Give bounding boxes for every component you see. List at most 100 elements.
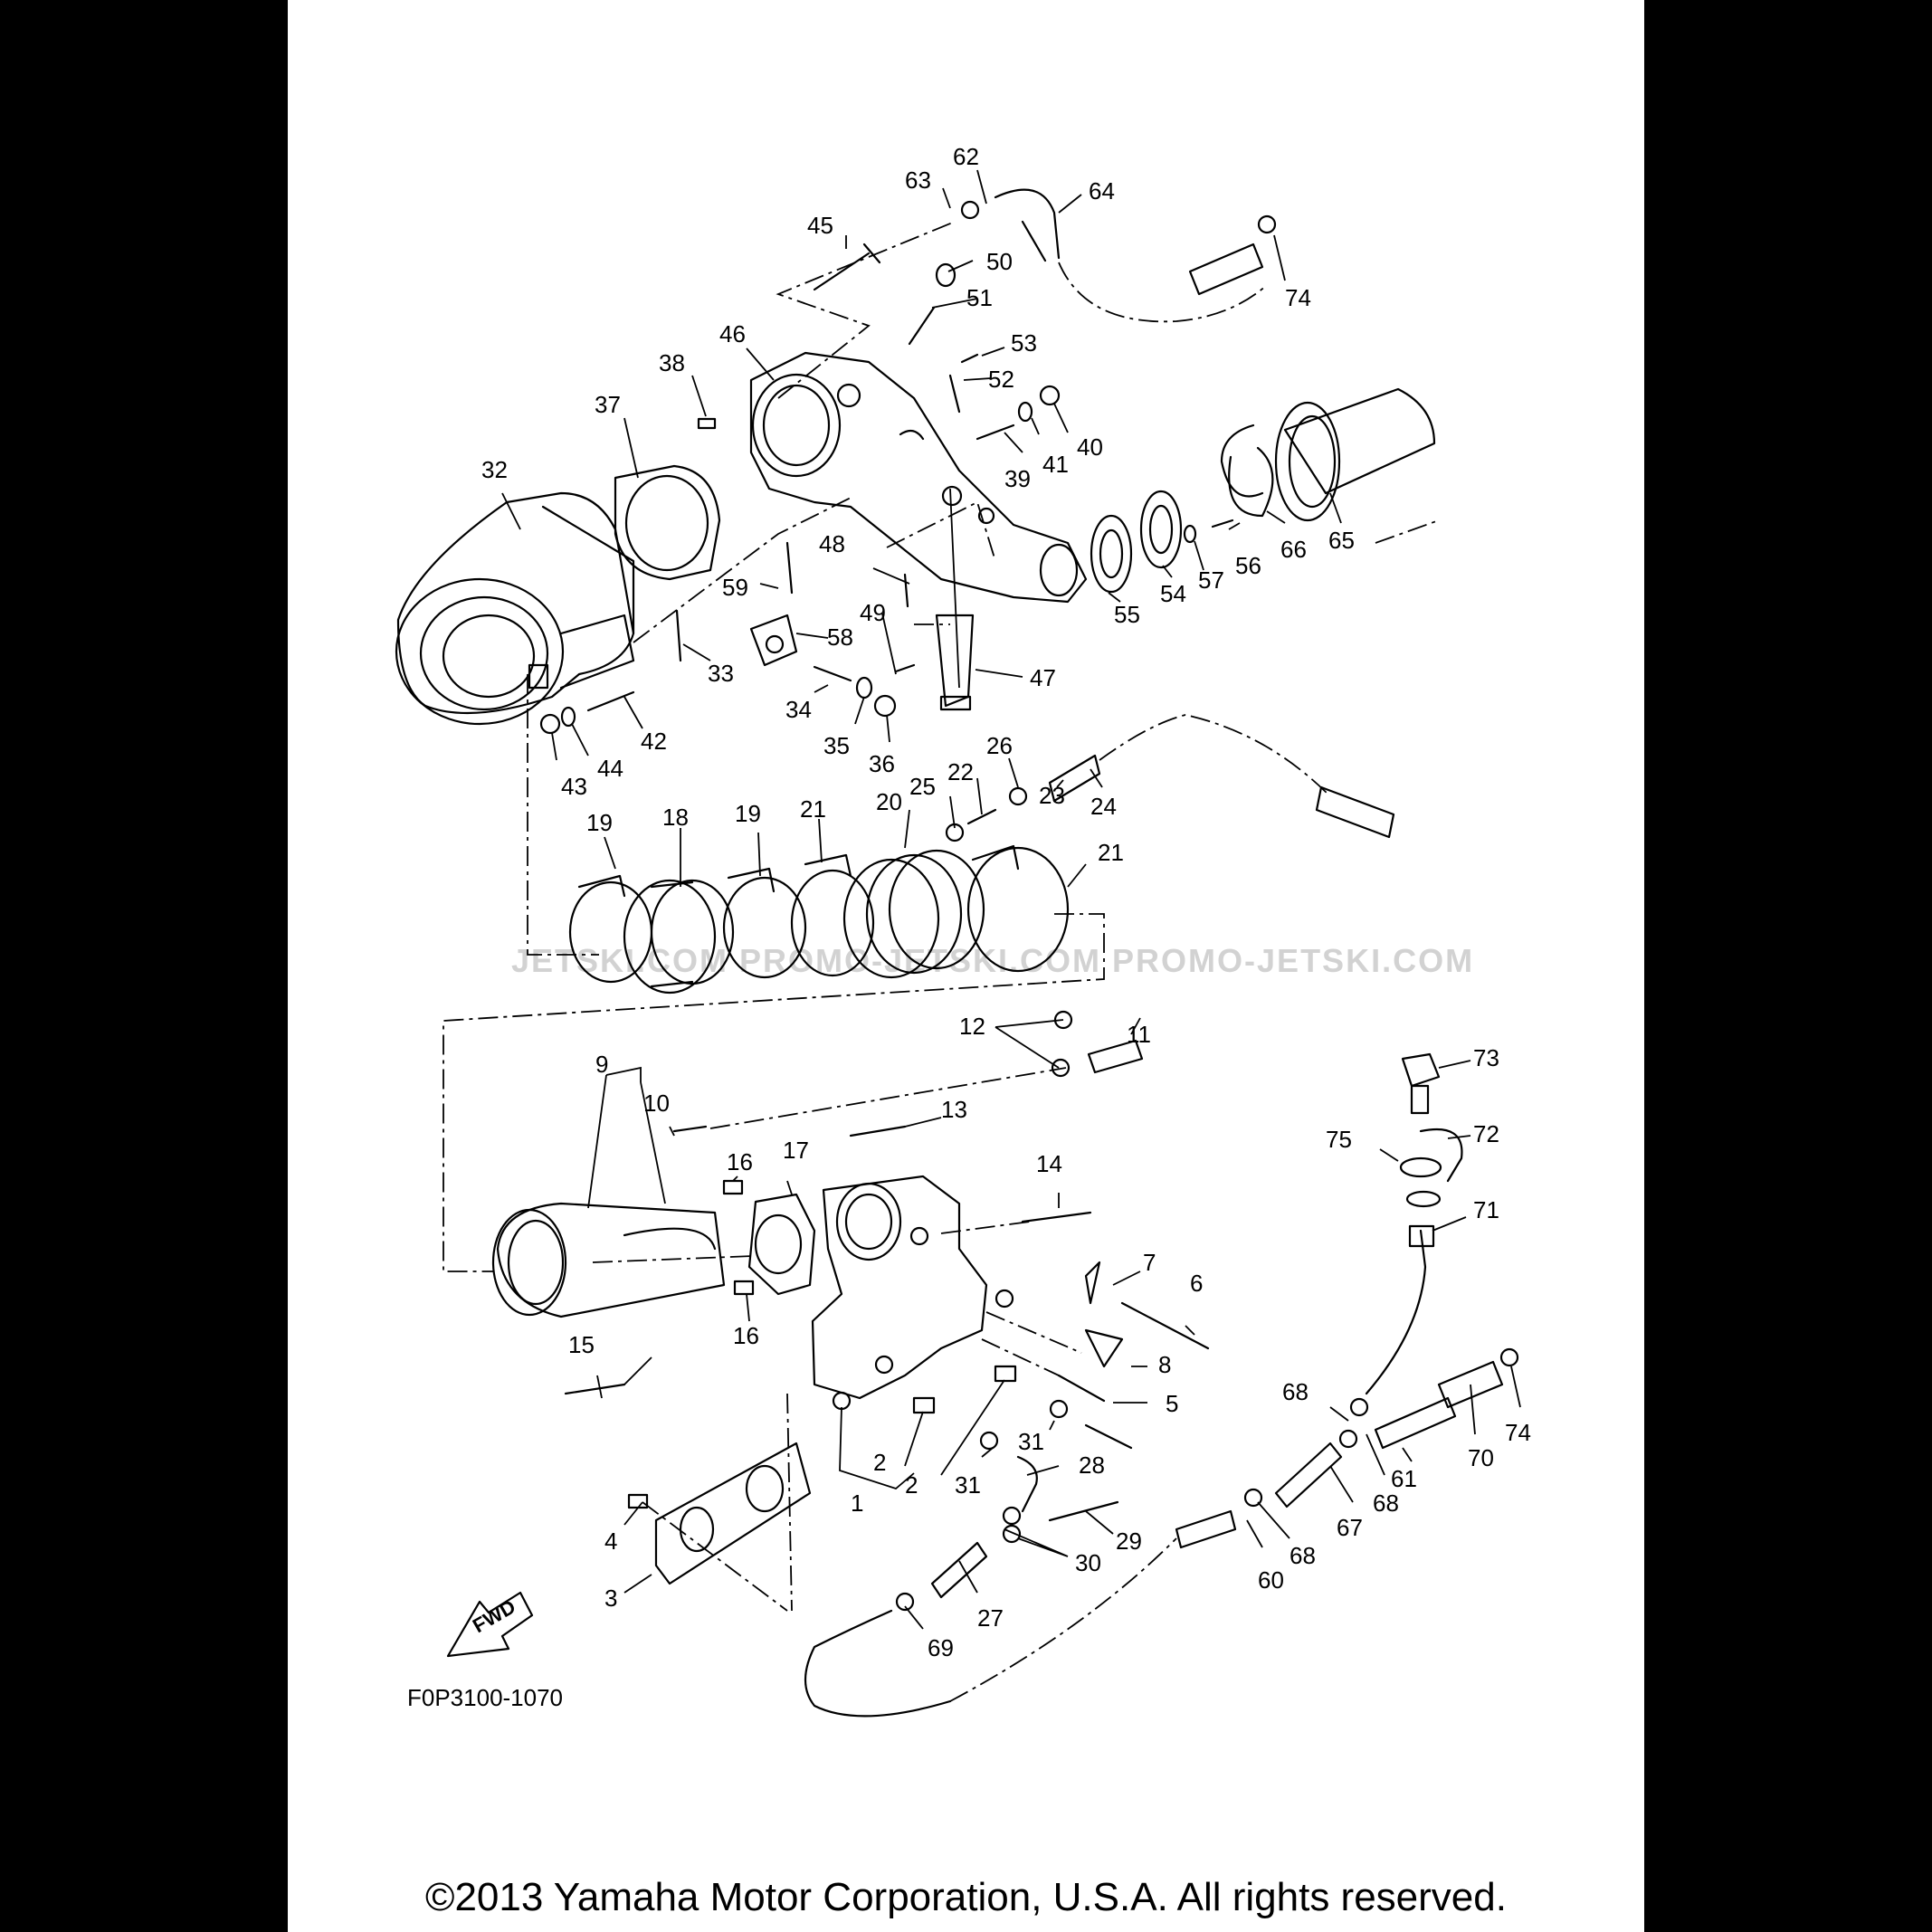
assembly-lines [443, 221, 1440, 1612]
flush-hose-71 [1365, 1224, 1435, 1395]
callout-21a: 21 [800, 795, 826, 823]
bolt-34 [813, 665, 852, 682]
hose-18 [623, 879, 735, 995]
bolt-42 [586, 690, 635, 712]
callout-42: 42 [641, 728, 667, 755]
callout-30: 30 [1075, 1549, 1101, 1576]
clamp-22 [966, 808, 997, 825]
callout-73: 73 [1473, 1044, 1499, 1071]
clamps-30-31 [979, 1399, 1069, 1544]
callout-57: 57 [1198, 566, 1224, 594]
callout-7: 7 [1143, 1249, 1156, 1276]
callout-66: 66 [1280, 536, 1307, 563]
watermark-text: JETSKI.COM PROMO-JETSKI.COM PROMO-JETSKI… [511, 942, 1474, 979]
callout-36: 36 [869, 750, 895, 777]
callout-37: 37 [595, 391, 621, 418]
parts-sheet [288, 0, 1644, 1932]
hose-60 [804, 1509, 1237, 1718]
callout-75: 75 [1326, 1126, 1352, 1153]
washer-44 [560, 706, 576, 728]
callout-18: 18 [662, 804, 689, 831]
bolt-59 [785, 541, 794, 595]
callout-6: 6 [1190, 1270, 1203, 1297]
clamp-21b [966, 844, 1070, 973]
callout-40: 40 [1077, 433, 1103, 461]
clamp-66 [1228, 446, 1274, 518]
pipe-9 [491, 1202, 726, 1318]
callout-14: 14 [1036, 1150, 1062, 1177]
leader-lines [501, 169, 1521, 1630]
callout-20: 20 [876, 788, 902, 815]
bracket-58 [749, 614, 798, 667]
callout-15: 15 [568, 1331, 595, 1358]
callout-1: 1 [851, 1489, 863, 1517]
muffler-65 [1220, 387, 1436, 522]
callout-35: 35 [823, 732, 850, 759]
hose-23-24 [1048, 714, 1395, 839]
callout-68c: 68 [1290, 1542, 1316, 1569]
callout-44: 44 [597, 755, 623, 782]
clamp-74b [1499, 1347, 1519, 1367]
callout-45: 45 [807, 212, 833, 239]
gasket-3 [654, 1442, 812, 1585]
callout-27: 27 [977, 1604, 1004, 1632]
callout-46: 46 [719, 320, 746, 347]
clamp-69 [895, 1592, 915, 1612]
joint-27 [930, 1541, 988, 1599]
callout-63: 63 [905, 167, 931, 194]
callout-52: 52 [988, 366, 1014, 393]
exhaust-chamber-32 [395, 491, 635, 726]
callout-59: 59 [722, 574, 748, 601]
callout-16b: 16 [733, 1322, 759, 1349]
joint-67 [1274, 1442, 1343, 1508]
pin-16a [722, 1179, 744, 1195]
callout-38: 38 [659, 349, 685, 376]
bolt-45 [813, 243, 881, 291]
callout-39: 39 [1004, 465, 1031, 492]
clamp-19b [722, 867, 807, 979]
clip-7 [1084, 1261, 1101, 1305]
collar-2a [912, 1396, 936, 1414]
callout-31b: 31 [955, 1471, 981, 1499]
hose-62-64 [994, 188, 1268, 323]
clamp-63 [960, 200, 980, 220]
callout-50: 50 [986, 248, 1013, 275]
diagram-code: F0P3100-1070 [407, 1684, 563, 1711]
callout-62: 62 [953, 143, 979, 170]
manifold-1 [811, 1175, 1014, 1411]
hose-61-70 [1374, 1360, 1504, 1450]
callout-70: 70 [1468, 1444, 1494, 1471]
washer-41 [1017, 401, 1033, 423]
fitting-50 [935, 262, 956, 288]
hose-end-74a [1188, 214, 1277, 296]
callout-61: 61 [1391, 1465, 1417, 1492]
copyright-notice: ©2013 Yamaha Motor Corporation, U.S.A. A… [425, 1875, 1507, 1919]
callout-48: 48 [819, 530, 845, 557]
gasket-37 [614, 464, 721, 581]
callout-56: 56 [1235, 552, 1261, 579]
callout-68a: 68 [1282, 1378, 1309, 1405]
callout-54: 54 [1160, 580, 1186, 607]
bolt-13 [849, 1125, 907, 1137]
clip-52 [948, 374, 961, 414]
callout-29: 29 [1116, 1528, 1142, 1555]
bolt-6 [1120, 1301, 1210, 1350]
bolt-5 [1057, 1374, 1106, 1403]
callout-3: 3 [604, 1585, 617, 1612]
callout-55: 55 [1114, 601, 1140, 628]
fwd-label: FWD [469, 1595, 519, 1638]
collar-2b [994, 1365, 1017, 1383]
nut-43 [539, 713, 561, 735]
bolt-15 [564, 1383, 626, 1395]
callout-4: 4 [604, 1528, 617, 1555]
strap-72 [1419, 1128, 1463, 1183]
callout-12: 12 [959, 1013, 985, 1040]
callout-10: 10 [643, 1090, 670, 1117]
callout-43: 43 [561, 773, 587, 800]
callout-53: 53 [1011, 329, 1037, 357]
callout-19b: 19 [735, 800, 761, 827]
callout-51: 51 [966, 284, 993, 311]
callout-72: 72 [1473, 1120, 1499, 1147]
callout-26: 26 [986, 732, 1013, 759]
